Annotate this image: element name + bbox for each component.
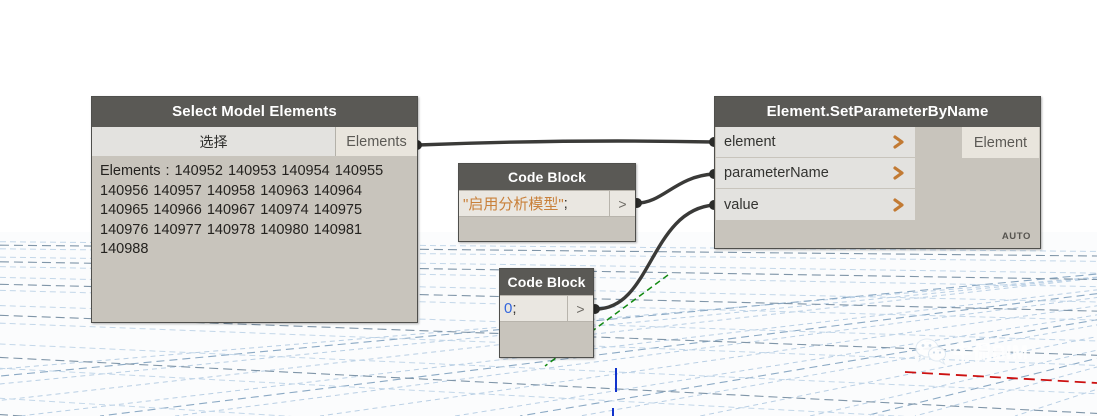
code-block-string-row[interactable]: "启用分析模型"; >	[459, 190, 635, 217]
node-code-block-string[interactable]: Code Block "启用分析模型"; >	[458, 163, 636, 242]
node-element-setparameterbyname[interactable]: Element.SetParameterByName element param…	[714, 96, 1041, 249]
node-title-code-block-number: Code Block	[500, 269, 593, 295]
output-port-elements[interactable]: Elements	[336, 127, 417, 156]
chevron-right-icon	[893, 135, 915, 149]
node-preview-elements-list: Elements : 140952 140953 140954 140955 1…	[100, 163, 389, 257]
execution-mode-badge[interactable]: AUTO	[1001, 231, 1031, 242]
code-block-number-text[interactable]: 0;	[500, 296, 567, 321]
code-string-literal: "启用分析模型"	[463, 196, 564, 213]
code-block-number-row[interactable]: 0; >	[500, 295, 593, 322]
node-title-code-block-string: Code Block	[459, 164, 635, 190]
chevron-right-icon	[893, 166, 915, 180]
input-port-element-label: element	[724, 134, 776, 150]
axis-x-line	[904, 371, 1097, 384]
output-port-code-block-string[interactable]: >	[609, 191, 635, 216]
code-string-terminator: ;	[563, 195, 568, 212]
code-number-literal: 0	[504, 300, 513, 317]
node-select-model-elements[interactable]: Select Model Elements 选择 Elements Elemen…	[91, 96, 418, 323]
chevron-right-icon	[893, 197, 915, 212]
input-port-element[interactable]: element	[716, 127, 915, 158]
input-port-value[interactable]: value	[716, 189, 915, 220]
input-port-parametername[interactable]: parameterName	[716, 158, 915, 189]
input-port-value-label: value	[724, 196, 759, 213]
output-port-element[interactable]: Element	[962, 127, 1039, 158]
code-number-terminator: ;	[512, 300, 517, 317]
select-button[interactable]: 选择	[92, 127, 336, 156]
input-port-parametername-label: parameterName	[724, 165, 829, 181]
output-port-code-block-number[interactable]: >	[567, 296, 593, 321]
node-code-block-number[interactable]: Code Block 0; >	[499, 268, 594, 358]
node-title-select-model-elements: Select Model Elements	[92, 97, 417, 127]
node-title-setparameterbyname: Element.SetParameterByName	[715, 97, 1040, 127]
code-block-string-text[interactable]: "启用分析模型";	[459, 191, 609, 216]
